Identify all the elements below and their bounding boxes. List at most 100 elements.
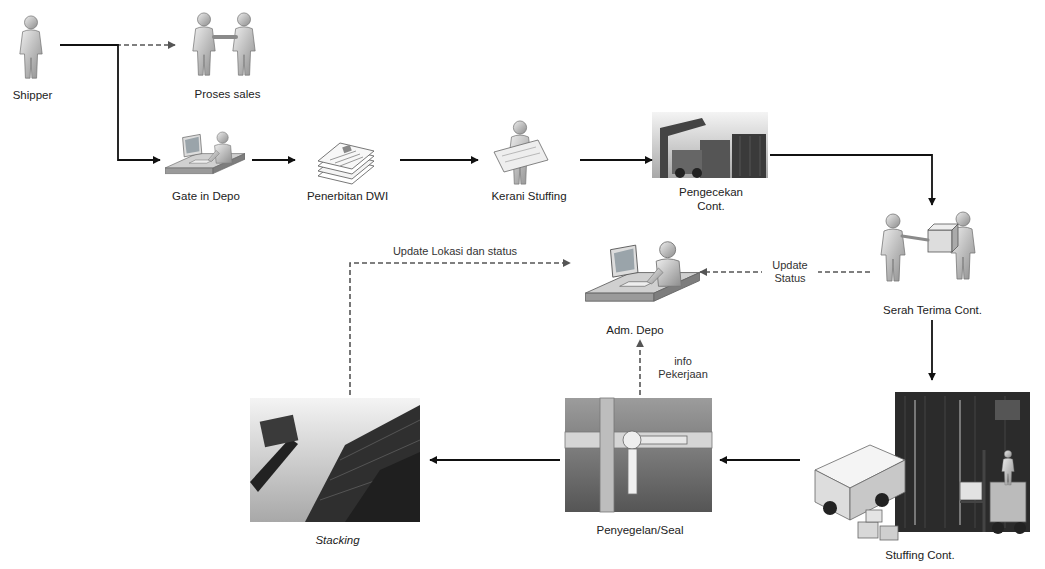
info-arrow xyxy=(639,340,641,395)
document-stack-icon-part xyxy=(342,145,352,153)
stacking-photo-part xyxy=(340,420,420,460)
edge-label: info Pekerjaan xyxy=(650,355,716,380)
stacking-photo-part xyxy=(345,452,420,522)
sales-icon-part xyxy=(193,13,215,75)
container-check-photo-part xyxy=(760,136,761,176)
step-caption: Gate in Depo xyxy=(172,190,240,204)
sales-icon xyxy=(193,13,255,75)
step-caption: Penerbitan DWI xyxy=(307,190,388,204)
flow-arrow xyxy=(430,459,560,461)
stuffing-photo-part xyxy=(995,400,1020,420)
handover-icon-part xyxy=(881,214,905,281)
document-stack-icon-part xyxy=(330,151,356,160)
stuffing-photo-part xyxy=(990,482,1026,522)
stacking-photo xyxy=(250,398,420,522)
stuffing-photo-part xyxy=(983,450,986,532)
flow-arrow xyxy=(60,45,160,160)
stuffing-photo-part xyxy=(914,400,916,525)
step-caption: Adm. Depo xyxy=(606,324,664,338)
document-stack-icon-part xyxy=(340,157,363,166)
admin-icon xyxy=(585,242,699,301)
handover-icon-part xyxy=(951,212,975,279)
flow-arrow xyxy=(931,320,933,380)
step-caption: Kerani Stuffing xyxy=(491,190,566,204)
stuffing-photo-part xyxy=(866,510,882,522)
shipper-icon xyxy=(20,16,42,78)
step-caption: Stuffing Cont. xyxy=(885,549,954,563)
container-check-photo-part xyxy=(692,168,702,178)
gate-in-icon xyxy=(165,132,245,174)
flow-arrow xyxy=(400,159,478,161)
stuffing-photo-part xyxy=(815,470,850,520)
handover-icon-part xyxy=(952,224,958,252)
admin-icon-part xyxy=(585,242,699,301)
handover-icon-part xyxy=(902,236,928,240)
step-node: Gate in Depo xyxy=(160,128,252,206)
sales-icon-part xyxy=(214,35,236,39)
seal-photo-part xyxy=(628,449,637,494)
stuffing-photo xyxy=(815,392,1030,540)
container-check-photo-part xyxy=(740,136,741,176)
stuffing-photo-part xyxy=(992,522,1004,534)
seal-photo-part xyxy=(600,398,614,512)
seal-photo-part xyxy=(623,431,641,449)
step-caption: Penyegelan/Seal xyxy=(597,524,684,538)
stuffing-photo-part xyxy=(875,493,889,507)
info-arrow xyxy=(350,263,570,395)
step-caption: Shipper xyxy=(13,89,53,103)
handover-icon xyxy=(881,212,975,281)
stuffing-photo-part xyxy=(880,526,898,540)
seal-photo xyxy=(565,398,712,512)
stuffing-photo-part xyxy=(858,522,878,538)
stuffing-photo-part xyxy=(975,396,976,528)
stuffing-photo-part xyxy=(945,396,946,528)
flow-arrow xyxy=(580,159,652,161)
step-node: Shipper xyxy=(5,15,60,105)
seal-photo-part xyxy=(565,432,712,448)
container-check-photo-part xyxy=(700,140,730,178)
stuffing-photo-part xyxy=(925,396,926,528)
container-check-photo-part xyxy=(675,168,685,178)
stacking-photo-part xyxy=(260,415,299,448)
step-caption: Stacking xyxy=(315,534,359,548)
clerk-icon xyxy=(494,121,548,184)
step-node: Adm. Depo xyxy=(570,230,700,340)
container-check-photo xyxy=(652,112,768,178)
clerk-icon-part xyxy=(502,147,536,156)
step-caption: Serah Terima Cont. xyxy=(883,304,982,318)
seal-photo-part xyxy=(565,398,712,512)
stuffing-photo-part xyxy=(960,482,982,500)
stuffing-photo-part xyxy=(959,400,961,525)
step-node: Kerani Stuffing xyxy=(478,118,580,206)
step-caption: Pengecekan Cont. xyxy=(671,186,751,214)
edge-label: Update Status xyxy=(762,259,818,284)
container-check-photo-part xyxy=(732,134,766,178)
stacking-photo-part xyxy=(305,405,420,522)
sales-icon-part xyxy=(233,13,255,75)
clerk-icon-part xyxy=(505,153,540,162)
document-stack-icon-part xyxy=(335,154,360,163)
gate-in-icon-part xyxy=(165,132,245,174)
step-node: Proses sales xyxy=(175,12,280,104)
stuffing-photo-part xyxy=(823,501,837,515)
step-node: Serah Terima Cont. xyxy=(870,205,995,320)
stuffing-photo-part xyxy=(1002,451,1014,485)
stuffing-photo-part xyxy=(1014,522,1026,534)
step-node: Stacking xyxy=(245,395,430,550)
stuffing-photo-part xyxy=(960,501,984,503)
document-stack-icon xyxy=(318,143,374,184)
flow-arrow xyxy=(770,155,932,205)
stacking-photo-part xyxy=(250,438,298,492)
container-check-photo-part xyxy=(652,112,768,178)
shipper-icon-part xyxy=(20,16,42,78)
container-check-photo-part xyxy=(750,136,751,176)
clerk-icon-part xyxy=(494,140,548,172)
step-node: Penyegelan/Seal xyxy=(560,395,720,540)
flow-arrow xyxy=(252,159,295,161)
step-node: Penerbitan DWI xyxy=(295,128,400,206)
stuffing-photo-part xyxy=(895,392,1030,532)
